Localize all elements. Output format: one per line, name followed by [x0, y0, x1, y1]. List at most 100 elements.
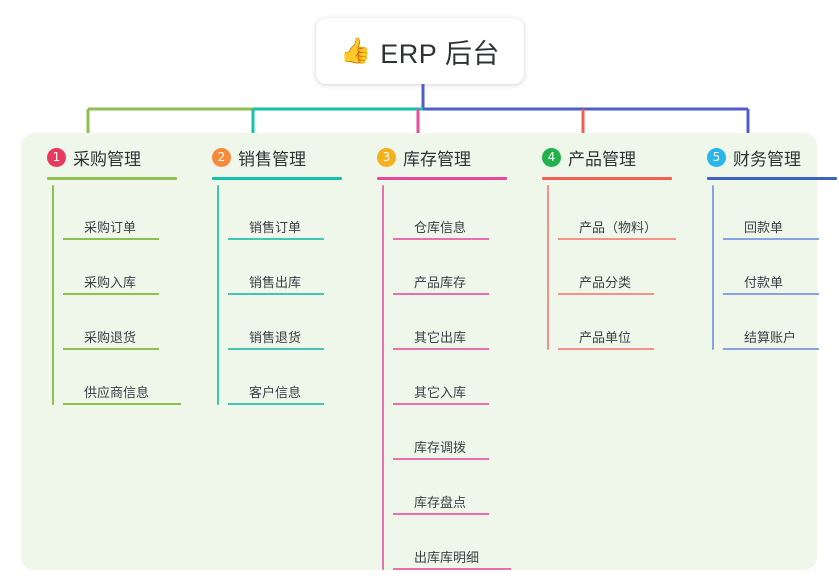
root-node[interactable]: 👍 ERP 后台 — [316, 18, 524, 84]
leaf-label: 回款单 — [744, 220, 784, 235]
leaf-item[interactable]: 采购订单 — [63, 185, 198, 240]
category-title: 财务管理 — [733, 149, 801, 169]
thumbs-up-icon: 👍 — [340, 36, 372, 65]
leaf-underline — [63, 403, 181, 405]
leaf-label: 采购退货 — [84, 330, 137, 345]
leaf-label: 结算账户 — [744, 330, 797, 345]
category-underline — [707, 177, 837, 180]
leaf-underline — [228, 403, 324, 405]
leaf-underline — [63, 293, 159, 295]
leaf-label: 库存盘点 — [414, 495, 467, 510]
leaf-item[interactable]: 回款单 — [723, 185, 839, 240]
leaf-item[interactable]: 采购退货 — [63, 295, 198, 350]
leaf-item[interactable]: 供应商信息 — [63, 350, 198, 405]
leaf-underline — [723, 348, 819, 350]
category-column-1: 1 采购管理采购订单采购入库采购退货供应商信息 — [33, 133, 198, 570]
leaf-label: 产品单位 — [579, 330, 632, 345]
category-number-badge: 2 — [212, 147, 231, 167]
leaf-item[interactable]: 其它入库 — [393, 350, 528, 405]
category-title: 销售管理 — [238, 149, 306, 169]
leaf-label: 付款单 — [744, 275, 784, 290]
leaf-underline — [558, 238, 676, 240]
category-column-2: 2 销售管理销售订单销售出库销售退货客户信息 — [198, 133, 363, 570]
leaf-item[interactable]: 库存调拨 — [393, 405, 528, 460]
leaf-label: 仓库信息 — [414, 220, 467, 235]
category-number-badge: 1 — [47, 147, 66, 167]
leaf-label: 其它出库 — [414, 330, 467, 345]
category-number-badge: 3 — [377, 147, 396, 167]
leaf-item[interactable]: 销售订单 — [228, 185, 363, 240]
category-underline — [47, 177, 177, 180]
category-underline — [377, 177, 507, 180]
leaf-spine — [712, 185, 714, 350]
category-header-5[interactable]: 5 财务管理 — [693, 133, 839, 181]
diagram-panel — [21, 133, 817, 570]
leaf-label: 库存调拨 — [414, 440, 467, 455]
leaf-item[interactable]: 库存盘点 — [393, 460, 528, 515]
leaf-underline — [393, 238, 489, 240]
category-header-2[interactable]: 2 销售管理 — [198, 133, 363, 181]
category-header-4[interactable]: 4 产品管理 — [528, 133, 693, 181]
leaf-item[interactable]: 销售出库 — [228, 240, 363, 295]
leaf-label: 供应商信息 — [84, 385, 150, 400]
category-header-1[interactable]: 1 采购管理 — [33, 133, 198, 181]
leaf-label: 产品库存 — [414, 275, 467, 290]
leaf-item[interactable]: 其它出库 — [393, 295, 528, 350]
leaf-label: 销售退货 — [249, 330, 302, 345]
leaf-item[interactable]: 出库库明细 — [393, 515, 528, 570]
leaf-list: 采购订单采购入库采购退货供应商信息 — [33, 185, 198, 405]
leaf-underline — [723, 293, 819, 295]
root-title: ERP 后台 — [380, 38, 500, 69]
leaf-underline — [558, 293, 654, 295]
leaf-spine — [382, 185, 384, 570]
leaf-underline — [63, 348, 159, 350]
category-column-5: 5 财务管理回款单付款单结算账户 — [693, 133, 839, 570]
category-number-badge: 5 — [707, 147, 726, 167]
leaf-list: 产品（物料） 产品分类产品单位 — [528, 185, 693, 350]
leaf-label: 销售订单 — [249, 220, 302, 235]
leaf-label: 采购订单 — [84, 220, 137, 235]
category-underline — [542, 177, 672, 180]
leaf-label: 销售出库 — [249, 275, 302, 290]
category-title: 采购管理 — [73, 149, 141, 169]
category-title: 产品管理 — [568, 149, 636, 169]
leaf-underline — [228, 348, 324, 350]
leaf-item[interactable]: 产品库存 — [393, 240, 528, 295]
category-columns: 1 采购管理采购订单采购入库采购退货供应商信息 2 销售管理销售订单销售出库销售退货客… — [21, 133, 837, 570]
leaf-underline — [63, 238, 159, 240]
leaf-underline — [393, 348, 489, 350]
category-column-3: 3 库存管理仓库信息产品库存其它出库其它入库库存调拨库存盘点出库库明细 — [363, 133, 528, 570]
leaf-item[interactable]: 仓库信息 — [393, 185, 528, 240]
leaf-spine — [52, 185, 54, 405]
leaf-item[interactable]: 产品分类 — [558, 240, 693, 295]
leaf-item[interactable]: 付款单 — [723, 240, 839, 295]
leaf-spine — [217, 185, 219, 405]
leaf-item[interactable]: 客户信息 — [228, 350, 363, 405]
leaf-underline — [723, 238, 819, 240]
leaf-underline — [393, 403, 489, 405]
leaf-item[interactable]: 产品（物料） — [558, 185, 693, 240]
leaf-label: 客户信息 — [249, 385, 302, 400]
leaf-underline — [393, 513, 489, 515]
category-underline — [212, 177, 342, 180]
leaf-label: 产品分类 — [579, 275, 632, 290]
category-title: 库存管理 — [403, 149, 471, 169]
leaf-item[interactable]: 结算账户 — [723, 295, 839, 350]
leaf-item[interactable]: 产品单位 — [558, 295, 693, 350]
leaf-underline — [393, 458, 489, 460]
leaf-list: 销售订单销售出库销售退货客户信息 — [198, 185, 363, 405]
leaf-label: 采购入库 — [84, 275, 137, 290]
leaf-underline — [228, 293, 324, 295]
leaf-item[interactable]: 销售退货 — [228, 295, 363, 350]
leaf-underline — [393, 568, 511, 570]
leaf-list: 仓库信息产品库存其它出库其它入库库存调拨库存盘点出库库明细 — [363, 185, 528, 570]
leaf-underline — [558, 348, 654, 350]
category-header-3[interactable]: 3 库存管理 — [363, 133, 528, 181]
leaf-item[interactable]: 采购入库 — [63, 240, 198, 295]
leaf-underline — [228, 238, 324, 240]
leaf-label: 其它入库 — [414, 385, 467, 400]
leaf-underline — [393, 293, 489, 295]
category-number-badge: 4 — [542, 147, 561, 167]
leaf-list: 回款单付款单结算账户 — [693, 185, 839, 350]
leaf-label: 出库库明细 — [414, 550, 480, 565]
